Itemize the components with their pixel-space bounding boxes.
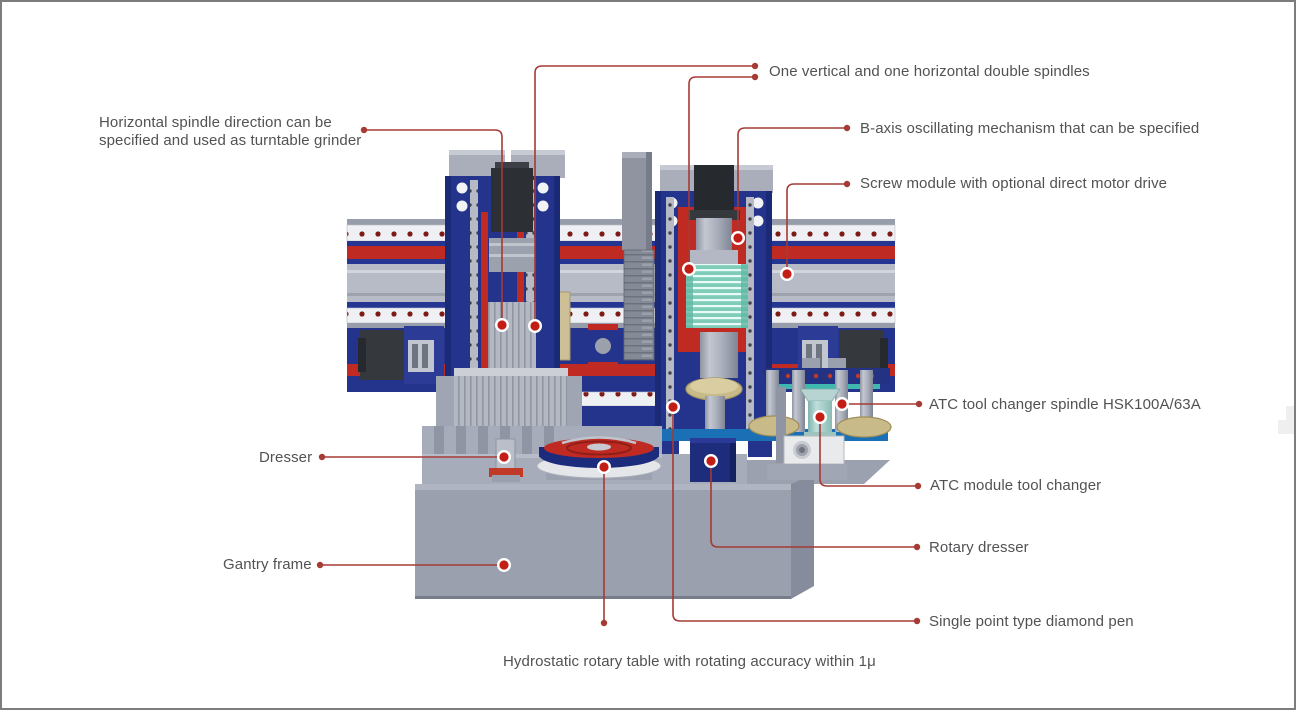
marker-one-vertical-a (528, 319, 543, 334)
dot-atc-spindle (915, 400, 923, 408)
right-column (655, 165, 773, 457)
label-horizontal-spindle: Horizontal spindle direction can be spec… (99, 114, 361, 149)
marker-gantry-frame (497, 558, 512, 573)
label-dresser: Dresser (259, 449, 313, 466)
dot-one-vertical-a (751, 62, 759, 70)
dot-rotary-dresser (913, 543, 921, 551)
dot-horizontal-spindle (360, 126, 368, 134)
marker-b-axis (731, 230, 746, 245)
label-gantry-frame: Gantry frame (223, 556, 312, 573)
marker-dresser (497, 450, 512, 465)
callout-line-screw-module (786, 183, 847, 274)
dot-one-vertical-b (751, 73, 759, 81)
callout-line-b-axis (737, 127, 847, 238)
callout-line-horizontal-spindle (364, 129, 503, 325)
label-horizontal-spindle-line2: specified and used as turntable grinder (99, 131, 362, 149)
marker-atc-module (813, 410, 828, 425)
dot-gantry-frame (316, 561, 324, 569)
marker-screw-module (780, 267, 795, 282)
label-rotary-dresser: Rotary dresser (929, 539, 1029, 556)
label-horizontal-spindle-line1: Horizontal spindle direction can be (99, 114, 332, 131)
dot-screw-module (843, 180, 851, 188)
callout-line-single-point (672, 407, 917, 622)
edge-artifact-top (1286, 406, 1294, 422)
marker-single-point (666, 400, 681, 415)
callout-line-atc-module (819, 417, 918, 487)
marker-atc-spindle (835, 397, 850, 412)
callout-markers (316, 62, 923, 627)
callout-line-rotary-dresser (710, 461, 917, 548)
dot-hydrostatic-end (600, 619, 608, 627)
dot-single-point (913, 617, 921, 625)
callout-line-one-vertical-a (534, 65, 755, 326)
label-one-vertical-horizontal-spindles: One vertical and one horizontal double s… (769, 63, 1090, 80)
center-column-parts (553, 152, 655, 368)
label-screw-module: Screw module with optional direct motor … (860, 175, 1168, 192)
marker-one-vertical-b (682, 262, 697, 277)
label-atc-module: ATC module tool changer (930, 477, 1102, 494)
label-atc-spindle: ATC tool changer spindle HSK100A/63A (929, 396, 1201, 413)
edge-artifact-bottom (1278, 420, 1294, 434)
machine-body (346, 150, 896, 599)
dot-atc-module (914, 482, 922, 490)
label-b-axis-mechanism: B-axis oscillating mechanism that can be… (860, 120, 1200, 137)
callout-line-one-vertical-b (688, 76, 755, 269)
dot-b-axis (843, 124, 851, 132)
marker-hydrostatic (597, 460, 612, 475)
dot-dresser (318, 453, 326, 461)
rotary-table (536, 436, 662, 480)
marker-rotary-dresser (704, 454, 719, 469)
label-hydrostatic-rotary-table: Hydrostatic rotary table with rotating a… (503, 653, 876, 670)
marker-horizontal-spindle (495, 318, 510, 333)
callout-lines (320, 65, 919, 623)
label-single-point-diamond-pen: Single point type diamond pen (929, 613, 1134, 630)
